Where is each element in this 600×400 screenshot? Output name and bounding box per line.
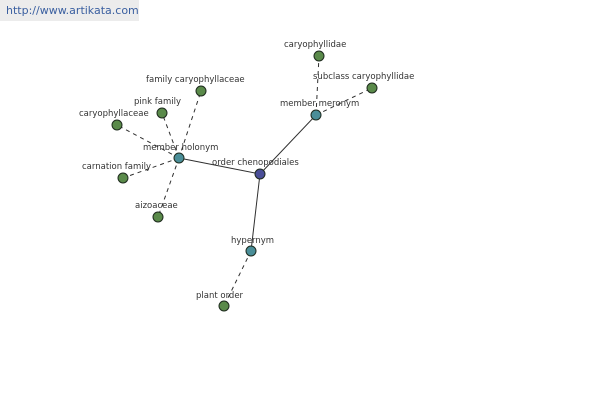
graph-nodes: family caryophyllaceae pink family caryoph… [79,40,414,312]
graph-edges [116,55,373,307]
node-label[interactable]: carnation family [82,162,151,172]
node-order-chenopodiales[interactable]: order chenopodiales [212,158,299,180]
node-marker[interactable] [310,109,322,121]
node-label[interactable]: caryophyllaceae [79,109,149,119]
edge-carnation-family [122,157,180,179]
node-caryophyllaceae[interactable]: caryophyllaceae [79,109,149,131]
node-label[interactable]: family caryophyllaceae [146,75,245,85]
node-marker[interactable] [152,211,164,223]
node-member-meronym[interactable]: member meronym [280,99,359,121]
node-label[interactable]: plant order [196,291,244,301]
node-member-holonym[interactable]: member holonym [143,143,218,164]
node-pink-family[interactable]: pink family [134,97,181,119]
node-label[interactable]: caryophyllidae [284,40,346,50]
node-label[interactable]: subclass caryophyllidae [313,72,414,82]
node-aizoaceae[interactable]: aizoaceae [135,201,178,223]
node-carnation-family[interactable]: carnation family [82,162,151,184]
node-label[interactable]: hypernym [231,236,274,246]
node-hypernym[interactable]: hypernym [231,236,274,257]
node-label[interactable]: member holonym [143,143,218,153]
source-link[interactable]: http://www.artikata.com [6,4,139,17]
node-label[interactable]: pink family [134,97,181,107]
edge-subclass-caryophyllidae [315,87,373,116]
node-marker[interactable] [254,168,266,180]
node-family-caryophyllaceae[interactable]: family caryophyllaceae [146,75,245,97]
edge-pink-family [161,112,180,159]
edge-member-holonym [178,157,261,175]
edge-caryophyllaceae [116,124,180,159]
node-marker[interactable] [195,85,207,97]
node-subclass-caryophyllidae[interactable]: subclass caryophyllidae [313,72,414,94]
source-banner: http://www.artikata.com [0,0,139,21]
node-marker[interactable] [313,50,325,62]
edge-member-meronym [259,114,317,175]
node-marker[interactable] [117,172,129,184]
node-marker[interactable] [111,119,123,131]
node-caryophyllidae[interactable]: caryophyllidae [284,40,346,62]
node-marker[interactable] [156,107,168,119]
node-label[interactable]: aizoaceae [135,201,178,211]
node-marker[interactable] [218,300,230,312]
node-label[interactable]: member meronym [280,99,359,109]
node-plant-order[interactable]: plant order [196,291,244,312]
edge-aizoaceae [157,157,180,218]
node-marker[interactable] [245,245,257,257]
edge-caryophyllidae [315,55,320,116]
node-label[interactable]: order chenopodiales [212,158,299,168]
edge-family-caryophyllaceae [178,90,202,159]
node-marker[interactable] [173,152,185,164]
edge-plant-order [223,250,252,307]
node-marker[interactable] [366,82,378,94]
edge-hypernym [250,173,261,252]
